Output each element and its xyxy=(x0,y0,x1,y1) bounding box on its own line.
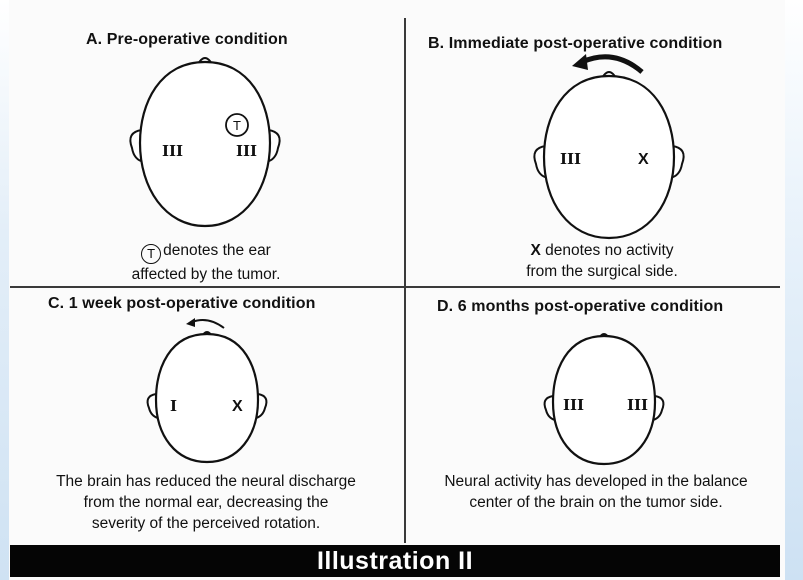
caption-tumor-circle-icon: T xyxy=(141,244,161,264)
panel-b-left-mark: III xyxy=(560,150,581,168)
panel-a-caption-line2: affected by the tumor. xyxy=(96,264,316,285)
panel-c-caption: The brain has reduced the neural dischar… xyxy=(10,471,402,534)
panel-b-right-mark: X xyxy=(638,151,649,168)
right-accent-strip xyxy=(785,0,803,580)
head-top-view-icon: III X xyxy=(524,52,694,247)
head-top-view-icon: III III xyxy=(537,318,672,468)
panel-b-caption: X denotes no activity from the surgical … xyxy=(482,240,722,282)
panel-d-title: D. 6 months post-operative condition xyxy=(437,298,723,316)
panel-b-caption-line2: from the surgical side. xyxy=(482,261,722,282)
panel-b-title: B. Immediate post-operative condition xyxy=(428,35,722,53)
panel-a-caption-line1: denotes the ear xyxy=(163,242,271,259)
panel-a-right-mark: III xyxy=(236,142,257,160)
panel-c-title: C. 1 week post-operative condition xyxy=(48,295,315,313)
panel-c-left-mark: I xyxy=(170,397,177,415)
vertical-divider xyxy=(404,18,406,543)
panel-c-right-mark: X xyxy=(232,398,243,415)
panel-c-caption-line2: from the normal ear, decreasing the xyxy=(10,492,402,513)
panel-d-caption: Neural activity has developed in the bal… xyxy=(410,471,782,513)
panel-d-right-mark: III xyxy=(627,396,648,414)
tumor-symbol: T xyxy=(233,118,241,133)
illustration-label-bar: Illustration II xyxy=(10,545,780,577)
head-top-view-icon: I X xyxy=(140,316,275,466)
panel-b-caption-symbol: X xyxy=(530,242,540,259)
head-top-view-icon: III III T xyxy=(120,48,290,238)
panel-b-caption-line1: denotes no activity xyxy=(545,242,673,259)
panel-c-caption-line1: The brain has reduced the neural dischar… xyxy=(10,471,402,492)
panel-d-caption-line2: center of the brain on the tumor side. xyxy=(410,492,782,513)
rotation-arrow-icon xyxy=(572,54,642,72)
panel-a-title: A. Pre-operative condition xyxy=(86,31,288,49)
panel-c-caption-line3: severity of the perceived rotation. xyxy=(10,513,402,534)
rotation-arrow-icon xyxy=(186,318,224,328)
panel-d-left-mark: III xyxy=(563,396,584,414)
horizontal-divider xyxy=(10,286,780,288)
panel-a-left-mark: III xyxy=(162,142,183,160)
left-accent-strip xyxy=(0,0,9,580)
panel-d-caption-line1: Neural activity has developed in the bal… xyxy=(410,471,782,492)
